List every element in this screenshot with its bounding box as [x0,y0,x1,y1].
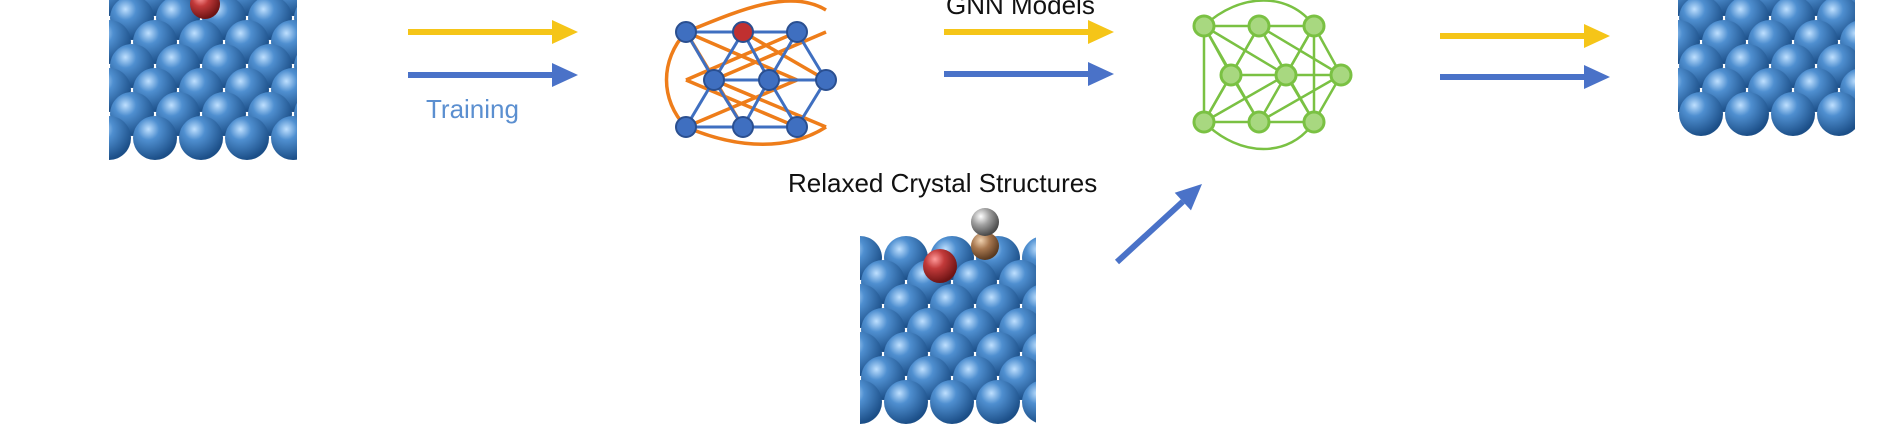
dopant-atom [923,249,957,283]
arrow-right-icon [944,62,1114,86]
atom [225,116,269,160]
atom [1679,92,1723,136]
atom [1817,92,1855,136]
dopant-atom [190,0,220,19]
graph-node [786,116,808,138]
atom [1610,68,1654,112]
arrow-right-icon [1440,65,1610,89]
atom [64,0,108,40]
atom [1610,0,1654,16]
gnn-node [1247,14,1271,38]
gnn-node [1302,110,1326,134]
relaxed-structures-label: Relaxed Crystal Structures [788,168,1098,198]
gnn-node [1192,14,1216,38]
atom [792,380,836,424]
atom [317,116,361,160]
atom [815,308,859,352]
atom [317,20,361,64]
atom [64,44,108,88]
graph-node [675,21,697,43]
atom [1022,381,1036,423]
graph-node [758,69,780,91]
arrow-right-icon [944,20,1114,44]
graph-edge [685,0,827,34]
atom [41,116,85,160]
graph-node [786,21,808,43]
atom [271,116,297,160]
atom [41,68,85,112]
atom [792,284,836,328]
graph-node [703,69,725,91]
graph-edge [664,30,688,129]
atom [179,116,223,160]
gnn-network-icon [1192,0,1353,151]
atom [1045,260,1089,304]
atom [41,0,85,16]
graph-edge [713,30,827,82]
left-crystal-slab-icon [41,0,361,160]
atom [1610,20,1654,64]
atom [815,260,859,304]
atom [1863,92,1882,136]
adsorbate-atom [971,208,999,236]
atom [294,102,297,126]
atom [1725,92,1769,136]
gnn-edge [1203,73,1287,124]
bottom-crystal-slab-icon [792,208,1089,424]
atom [294,6,297,30]
arrows [408,20,1610,265]
gnn-edge [1203,0,1316,27]
atom [1863,0,1882,40]
crystal-graph-icon [664,0,837,146]
graph-node [815,69,837,91]
gnn-node [1274,63,1298,87]
atom [64,92,108,136]
atom [294,54,297,78]
graph-edge [685,78,798,129]
right-crystal-slab-icon [1610,0,1882,136]
graph-node [675,116,697,138]
atom [1633,92,1677,136]
gnn-node [1329,63,1353,87]
atom [884,380,928,424]
gnn-node [1192,110,1216,134]
graph-edge [685,125,827,146]
arrow-right-icon [408,20,578,44]
arrow-diagonal-icon [1114,184,1202,265]
graph-edge [685,30,798,82]
atom [109,116,131,160]
training-label: Training [426,94,519,124]
gnn-node [1219,63,1243,87]
gnn-edge [1203,121,1316,151]
atom [930,380,974,424]
atom [133,116,177,160]
graph-node [732,21,754,43]
graph-edge [713,78,827,129]
gnn-node [1302,14,1326,38]
graph-node [732,116,754,138]
atom [1633,0,1677,40]
atom [317,0,361,16]
atom [792,332,836,376]
atom [1045,356,1089,400]
adsorbate-atom [971,232,999,260]
atom [976,380,1020,424]
atom [1045,308,1089,352]
atom [317,68,361,112]
atom [1771,92,1815,136]
atom [41,20,85,64]
atom [815,356,859,400]
gnn-edge [1258,73,1342,124]
atom [860,380,882,424]
gnn-models-label: GNN Models [946,0,1095,20]
atom [792,236,836,280]
arrow-right-icon [1440,24,1610,48]
atom [1633,44,1677,88]
gnn-node [1247,110,1271,134]
arrow-right-icon [408,63,578,87]
atom [1863,44,1882,88]
